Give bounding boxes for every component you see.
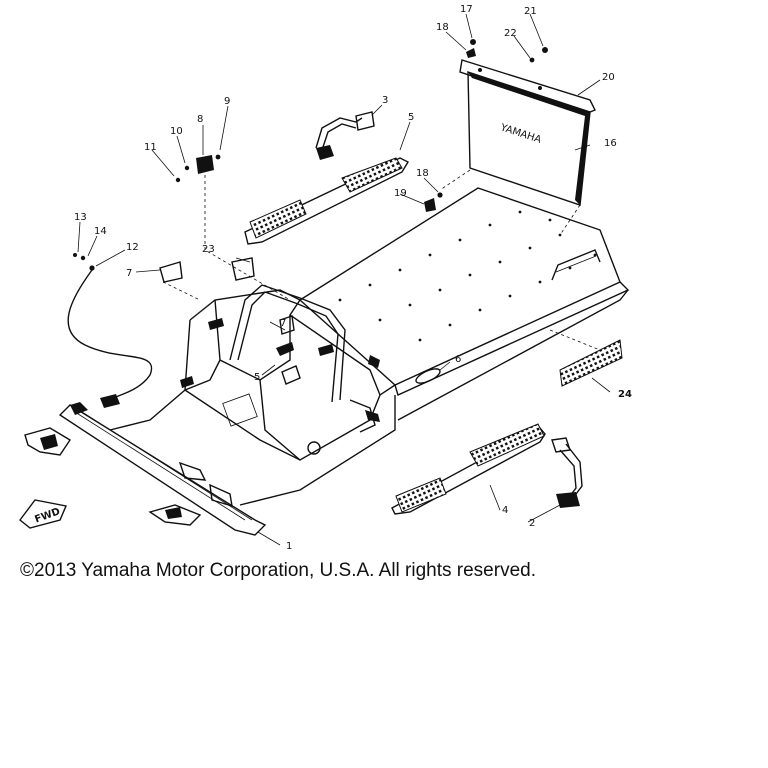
part-label-4: 4 [502, 505, 508, 516]
forward-arrow: FWD [19, 499, 67, 529]
part-label-5b: 5 [254, 372, 260, 383]
part-label-24: 24 [618, 389, 632, 400]
flap-bracket [459, 59, 596, 115]
foot-strap-left [315, 111, 375, 160]
part-label-1: 1 [286, 541, 292, 552]
part-label-7b: 7 [280, 318, 286, 329]
part-label-17: 17 [460, 4, 473, 15]
frame-assembly [109, 187, 630, 506]
steering-hoop [229, 284, 346, 401]
part-label-8: 8 [197, 114, 203, 125]
foot-strap-right [551, 437, 583, 508]
part-label-12: 12 [126, 242, 139, 253]
part-label-5: 5 [408, 112, 414, 123]
flap-decal: YAMAHA [498, 122, 542, 146]
part-label-21: 21 [524, 6, 537, 17]
part-label-20: 20 [602, 72, 615, 83]
part-label-13: 13 [74, 212, 87, 223]
part-label-23: 23 [202, 244, 215, 255]
part-label-6: 6 [455, 354, 461, 365]
part-label-22: 22 [504, 28, 517, 39]
part-label-7: 7 [126, 268, 132, 279]
footrest-right [391, 423, 546, 515]
part-label-18b: 18 [416, 168, 429, 179]
hardware [73, 39, 548, 283]
rear-handle [551, 249, 601, 281]
part-label-9: 9 [224, 96, 230, 107]
part-label-2: 2 [529, 518, 535, 529]
part-label-10: 10 [170, 126, 183, 137]
part-label-18: 18 [436, 22, 449, 33]
leader-lines [77, 13, 611, 546]
copyright-notice: ©2013 Yamaha Motor Corporation, U.S.A. A… [20, 560, 536, 581]
part-labels: 1 2 3 4 5 5 6 7 7 8 9 10 11 12 13 14 16 … [74, 4, 632, 552]
parts-diagram: YAMAHA [19, 4, 632, 552]
part-label-19: 19 [394, 188, 407, 199]
cable [67, 269, 153, 401]
deck-rivets [338, 210, 597, 342]
part-label-3: 3 [382, 95, 388, 106]
rear-guard [559, 339, 623, 387]
part-label-11: 11 [144, 142, 157, 153]
deck-cutout [415, 368, 441, 384]
footrest-left [244, 157, 409, 245]
front-bumper [24, 402, 267, 536]
part-label-14: 14 [94, 226, 107, 237]
part-label-16: 16 [604, 138, 617, 149]
rear-flap: YAMAHA [467, 71, 591, 206]
